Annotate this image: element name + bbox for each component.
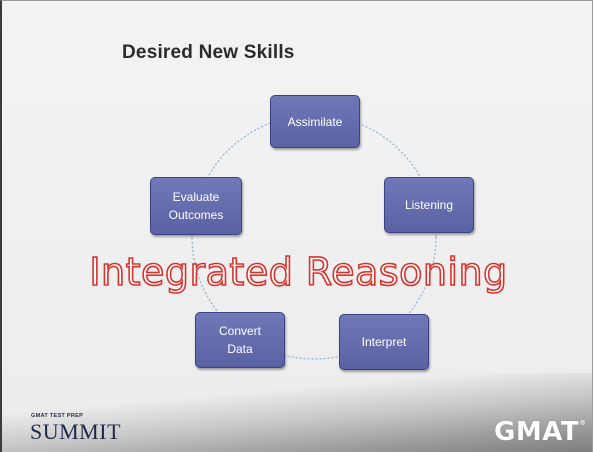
gmat-logo: GMAT® (494, 417, 587, 447)
gmat-registered-mark: ® (579, 419, 587, 427)
node-evaluate-outcomes-line2: Outcomes (168, 208, 224, 222)
node-convert-data-line1: Convert (218, 324, 262, 338)
footer-band (2, 373, 592, 452)
node-evaluate-outcomes[interactable]: Evaluate Outcomes (150, 177, 242, 235)
node-assimilate-label: Assimilate (287, 114, 343, 129)
slide-title: Desired New Skills (122, 42, 295, 63)
node-listening[interactable]: Listening (384, 177, 474, 233)
gmat-logo-text: GMAT (494, 417, 580, 447)
node-convert-data[interactable]: Convert Data (195, 312, 285, 368)
node-interpret[interactable]: Interpret (339, 314, 429, 370)
node-listening-label: Listening (404, 198, 454, 212)
cycle-ring (191, 114, 437, 360)
node-evaluate-outcomes-line1: Evaluate (172, 190, 220, 204)
node-convert-data-line2: Data (227, 342, 253, 356)
node-interpret-label: Interpret (361, 335, 407, 349)
summit-logo: SUMMIT (30, 419, 122, 444)
brand-tagline: GMAT TEST PREP (31, 413, 84, 419)
node-assimilate[interactable]: Assimilate (270, 95, 360, 148)
